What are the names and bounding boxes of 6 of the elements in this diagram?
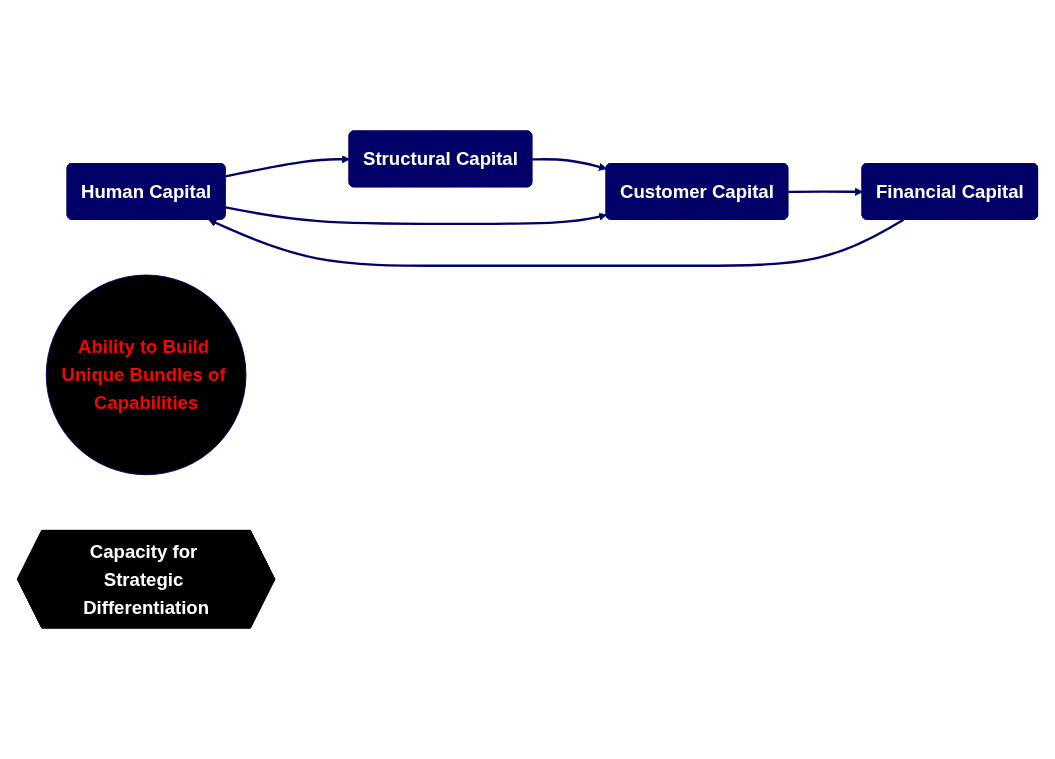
arrow [225,155,350,178]
arrow [532,158,607,171]
arrow [788,187,863,196]
arrow [225,206,607,226]
node-circle: Ability to Build Unique Bundles of Capabilities [45,274,247,476]
arrow [208,218,905,267]
